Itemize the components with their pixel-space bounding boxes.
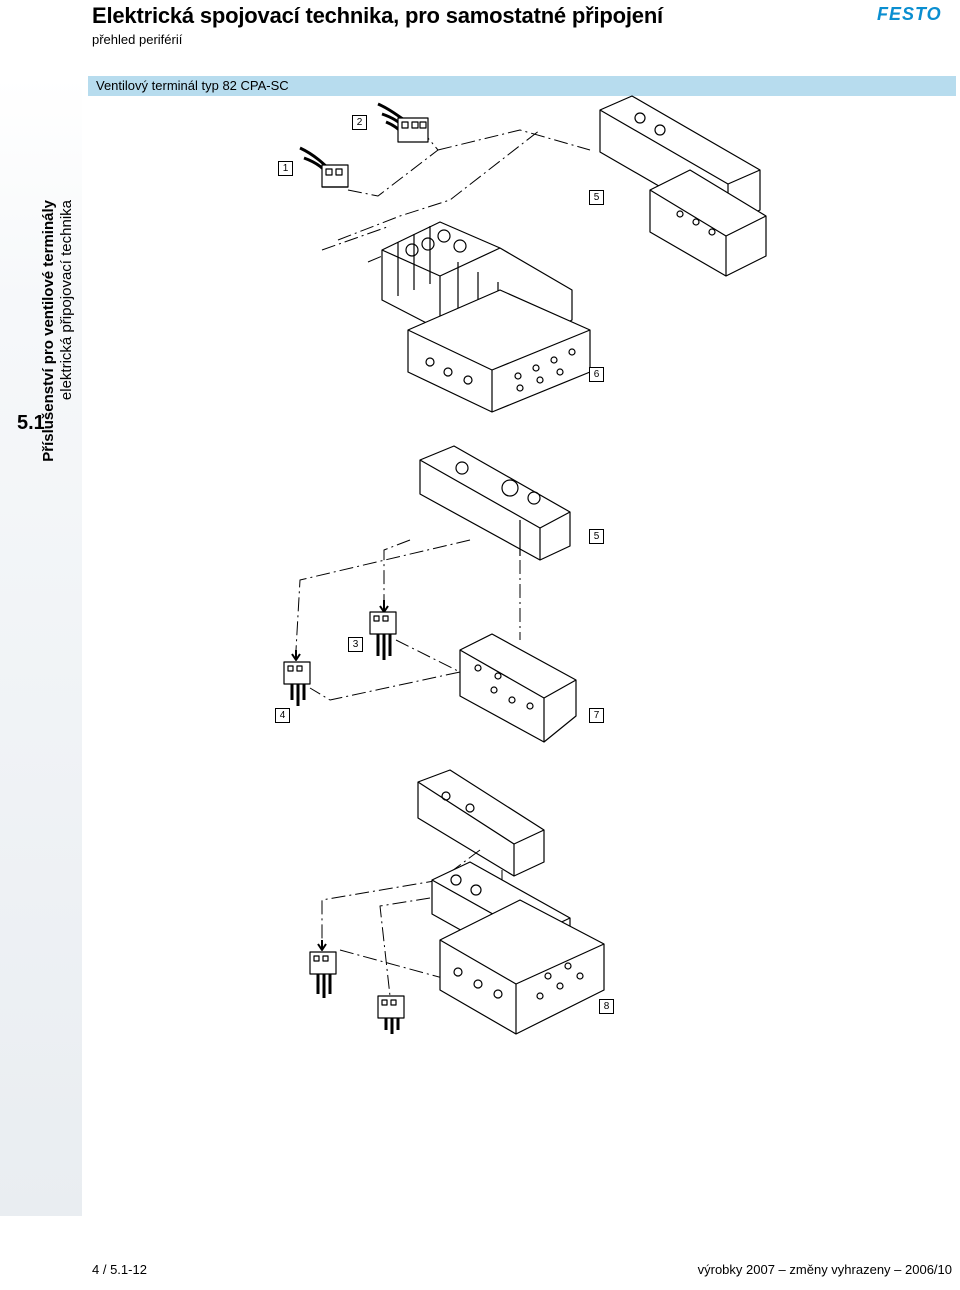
connector-cable-1: [299, 146, 349, 188]
chapter-sidebar: [0, 76, 82, 1216]
callout-2: 2: [352, 115, 367, 130]
page-number: 4 / 5.1-12: [92, 1262, 147, 1277]
callout-1: 1: [278, 161, 293, 176]
callout-4: 4: [275, 708, 290, 723]
festo-logo: FESTO: [877, 4, 942, 24]
connector-plug-3: [369, 611, 397, 660]
connector-plug-bottom-2: [377, 995, 405, 1034]
valve-terminal-main: [381, 221, 591, 413]
callout-5-middle: 5: [589, 529, 604, 544]
connector-plug-4: [283, 661, 311, 706]
callout-8: 8: [599, 999, 614, 1014]
footer-note: výrobky 2007 – změny vyhrazeny – 2006/10: [697, 1262, 952, 1277]
connector-cable-2: [377, 102, 429, 143]
valve-single-bottom: [417, 769, 545, 877]
page-subtitle: přehled periférií: [92, 32, 183, 47]
valve-terminal-bottom: [431, 861, 605, 1035]
callout-3: 3: [348, 637, 363, 652]
sub-base-7: [459, 633, 577, 743]
valve-single-middle: [419, 445, 571, 561]
callout-5-top: 5: [589, 190, 604, 205]
valve-single-top: [599, 95, 767, 277]
page-title: Elektrická spojovací technika, pro samos…: [92, 3, 663, 28]
connector-plug-bottom-1: [309, 951, 337, 998]
chapter-number: 5.1: [17, 412, 45, 434]
callout-6: 6: [589, 367, 604, 382]
callout-7: 7: [589, 708, 604, 723]
section-header: Ventilový terminál typ 82 CPA-SC: [88, 76, 956, 96]
